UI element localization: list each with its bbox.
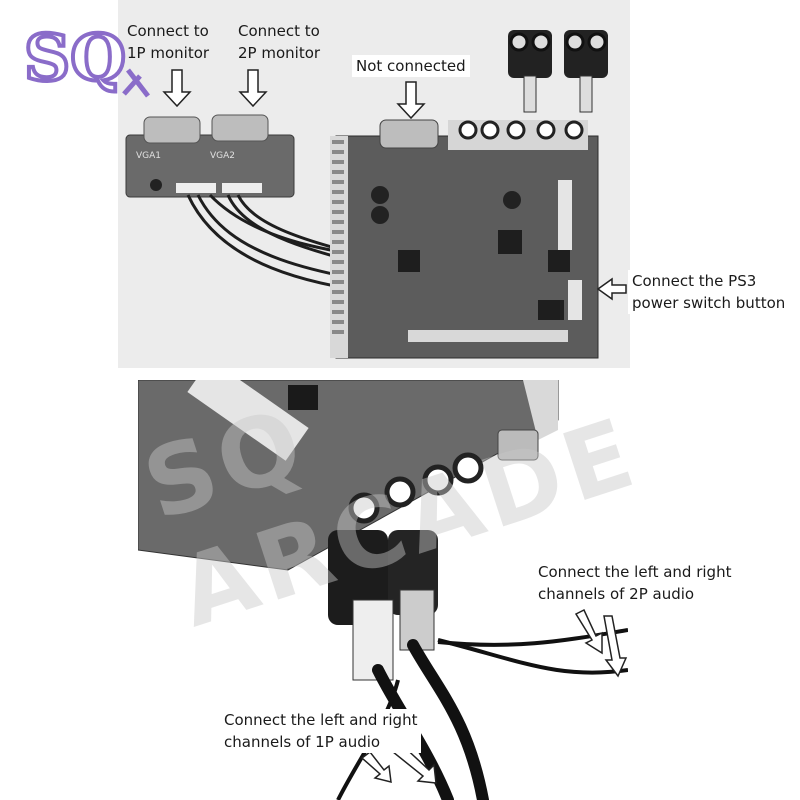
label-not-connected: Not connected xyxy=(352,55,470,77)
label-1p-audio: Connect the left and right channels of 1… xyxy=(220,709,422,753)
down-arrows xyxy=(162,69,627,301)
cable-arrows xyxy=(360,608,628,784)
angled-pcb xyxy=(138,380,559,571)
label-connect-2p-monitor: Connect to 2P monitor xyxy=(238,22,321,62)
vga2-silkscreen: VGA2 xyxy=(210,151,235,161)
vga1-silkscreen: VGA1 xyxy=(136,151,161,161)
label-2p-audio: Connect the left and right channels of 2… xyxy=(534,561,736,605)
label-ps3-power-switch: Connect the PS3 power switch button xyxy=(628,270,790,314)
logo-text: SQ xyxy=(24,21,126,96)
sq-logo: SQ xyxy=(22,19,150,98)
rca-y-adapters xyxy=(508,30,608,113)
main-pcb xyxy=(330,119,599,359)
vga-adapter-board: VGA1 VGA2 xyxy=(125,114,295,198)
label-connect-1p-monitor: Connect to 1P monitor xyxy=(127,22,210,62)
